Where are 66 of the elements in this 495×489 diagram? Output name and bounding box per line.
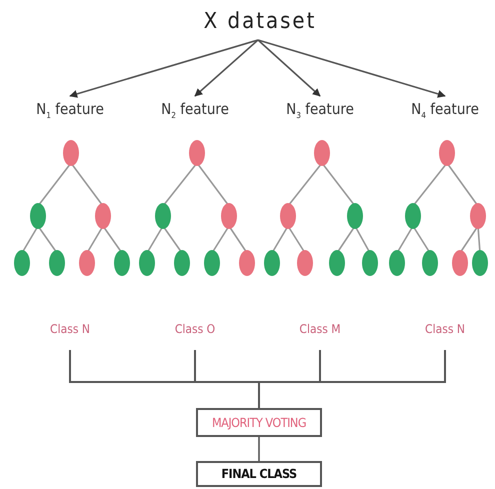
connector-line bbox=[102, 226, 123, 254]
feature-label: N$_{2}$ feature bbox=[140, 98, 250, 120]
connector-line bbox=[412, 226, 431, 254]
connector-line bbox=[211, 226, 230, 254]
tree-node bbox=[405, 203, 421, 229]
connector-line bbox=[271, 226, 289, 254]
connector-line bbox=[37, 226, 58, 254]
connector-line bbox=[459, 226, 479, 254]
tree-node bbox=[63, 140, 79, 166]
tree-node bbox=[95, 203, 111, 229]
connector-line bbox=[446, 162, 479, 206]
tree-node bbox=[314, 140, 330, 166]
connector-line bbox=[412, 162, 448, 206]
tree-node bbox=[297, 250, 313, 276]
tree-node bbox=[114, 250, 130, 276]
connector-line bbox=[162, 226, 183, 254]
tree-node bbox=[49, 250, 65, 276]
tree-node bbox=[139, 250, 155, 276]
tree-node bbox=[79, 250, 95, 276]
connector-line bbox=[37, 162, 72, 206]
tree-node bbox=[422, 250, 438, 276]
connector-line bbox=[146, 226, 164, 254]
connector-line bbox=[70, 162, 104, 206]
tree-node bbox=[221, 203, 237, 229]
connector-line bbox=[196, 162, 230, 206]
connector-line bbox=[287, 226, 306, 254]
tree-node bbox=[204, 250, 220, 276]
arrow bbox=[69, 39, 258, 98]
tree-node bbox=[14, 250, 30, 276]
arrow bbox=[257, 39, 321, 97]
class-label: Class O bbox=[155, 319, 235, 339]
dataset-label: X dataset bbox=[185, 6, 335, 38]
feature-label: N$_{4}$ feature bbox=[390, 98, 495, 120]
tree-node bbox=[174, 250, 190, 276]
tree-node bbox=[439, 140, 455, 166]
connector-line bbox=[336, 226, 356, 254]
arrow bbox=[258, 39, 446, 98]
result-box: FINAL CLASS bbox=[196, 461, 322, 487]
tree-node bbox=[264, 250, 280, 276]
connector-line bbox=[321, 162, 356, 206]
tree-node bbox=[189, 140, 205, 166]
tree-node bbox=[347, 203, 363, 229]
tree-node bbox=[389, 250, 405, 276]
connector-line bbox=[258, 350, 446, 408]
feature-label: N$_{3}$ feature bbox=[265, 98, 375, 120]
tree-node bbox=[30, 203, 46, 229]
connector-line bbox=[287, 162, 323, 206]
feature-label: N$_{1}$ feature bbox=[15, 98, 125, 120]
tree-node bbox=[362, 250, 378, 276]
connector-line bbox=[21, 226, 39, 254]
connector-line bbox=[162, 162, 198, 206]
connector-line bbox=[396, 226, 414, 254]
tree-node bbox=[329, 250, 345, 276]
connector-line bbox=[228, 226, 248, 254]
class-label: Class N bbox=[405, 319, 485, 339]
arrow bbox=[194, 39, 259, 97]
voting-box: MAJORITY VOTING bbox=[196, 408, 322, 437]
tree-node bbox=[470, 203, 486, 229]
tree-node bbox=[155, 203, 171, 229]
tree-node bbox=[472, 250, 488, 276]
tree-node bbox=[452, 250, 468, 276]
tree-node bbox=[239, 250, 255, 276]
tree-node bbox=[280, 203, 296, 229]
class-label: Class N bbox=[30, 319, 110, 339]
class-label: Class M bbox=[280, 319, 360, 339]
connector-line bbox=[86, 226, 104, 254]
